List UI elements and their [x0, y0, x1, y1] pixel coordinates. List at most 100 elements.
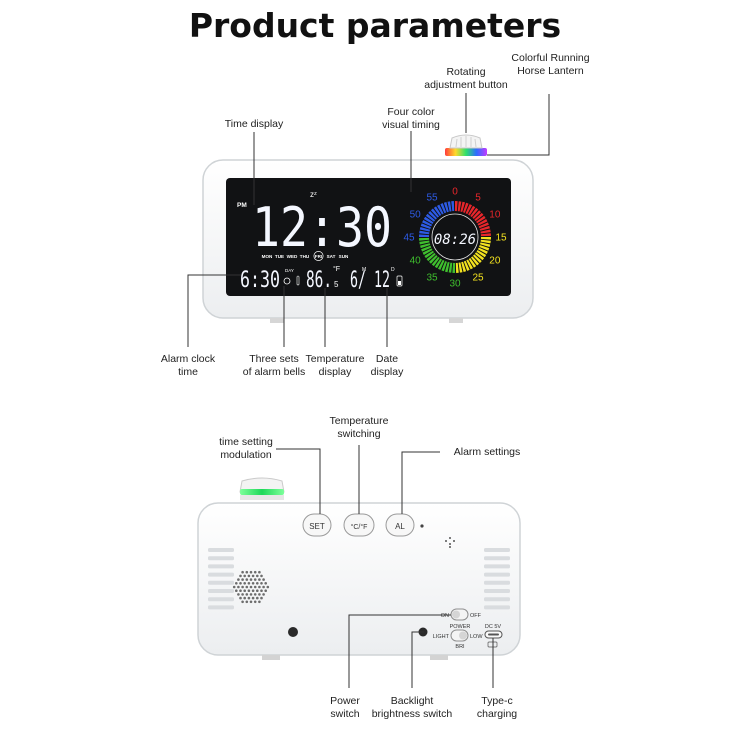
alarm-time: 6:30 — [240, 268, 280, 293]
dial-number: 35 — [426, 272, 438, 283]
vent-slot — [484, 605, 510, 610]
temperature-decimal: 5 — [334, 280, 339, 289]
speaker-hole — [235, 582, 238, 585]
set-button[interactable]: SET — [302, 513, 332, 537]
vent-slot — [484, 589, 510, 593]
vent-slot — [208, 589, 234, 593]
day-tag: DAY — [285, 268, 294, 273]
speaker-hole — [253, 593, 257, 596]
rotating-knob — [445, 134, 487, 156]
speaker-hole — [264, 589, 268, 592]
bri-label: BRI — [455, 644, 465, 650]
month-tag: M — [362, 267, 366, 273]
speaker-hole — [247, 596, 251, 600]
speaker-hole — [239, 582, 242, 585]
vent-slot — [484, 564, 510, 569]
dial-number: 55 — [426, 193, 438, 204]
al-button[interactable]: AL — [385, 513, 415, 537]
dial-segment — [434, 258, 442, 269]
dial-segment — [478, 222, 489, 229]
type-c-port[interactable] — [484, 630, 503, 639]
weekday-active-ring — [313, 251, 324, 261]
dial-segment — [430, 208, 440, 218]
callout-al: Alarm settings — [453, 446, 521, 458]
speaker-hole — [243, 589, 246, 592]
dial-segment — [447, 201, 452, 212]
dial-segment — [474, 252, 485, 261]
speaker-hole — [253, 600, 257, 604]
dial-segment — [466, 259, 473, 270]
dial-segment — [458, 262, 463, 273]
speaker-hole — [255, 574, 259, 578]
dial-segment — [422, 248, 433, 255]
speaker-hole — [247, 589, 251, 592]
dial-segment — [470, 207, 479, 218]
weekday-thu: THU — [300, 254, 310, 259]
dial-segment — [440, 203, 447, 214]
speaker-hole — [245, 600, 249, 604]
snooze-icon: zᶻ — [310, 190, 317, 199]
dial-number: 40 — [410, 256, 422, 267]
speaker-hole — [243, 582, 246, 585]
dial-segment — [423, 216, 434, 224]
unit-button[interactable]: °C/°F — [343, 513, 375, 537]
al-button-label: AL — [395, 522, 405, 531]
date-value: 6/ 12 — [350, 268, 390, 293]
dial-segment — [463, 260, 470, 271]
weekday-mon: MON — [262, 254, 273, 259]
speaker-hole — [258, 570, 261, 574]
thermometer-icon — [296, 275, 300, 286]
dial-segment — [419, 240, 430, 245]
dial-segment — [419, 237, 430, 241]
dial-segment — [461, 261, 467, 272]
dial-number: 15 — [495, 233, 507, 244]
speaker-hole — [249, 600, 253, 604]
vent-slot — [208, 597, 234, 602]
speaker-hole — [237, 593, 240, 596]
dial-number: 30 — [449, 279, 461, 290]
light-label: LIGHT — [433, 634, 450, 640]
day-tag-date: D — [391, 267, 395, 273]
vent-slot — [484, 580, 510, 585]
temperature-value: 86. — [306, 268, 332, 293]
rotating-knob-back — [239, 477, 285, 500]
light-sensor — [445, 537, 455, 548]
speaker-hole — [237, 578, 240, 581]
speaker-hole — [249, 585, 253, 589]
power-switch[interactable] — [450, 608, 469, 621]
dial-segment — [419, 230, 430, 235]
speaker-hole — [251, 596, 255, 600]
speaker-hole — [266, 585, 270, 589]
dial-segment — [448, 262, 453, 273]
dial-segment — [444, 261, 450, 273]
speaker-hole — [262, 593, 265, 596]
switch-on-label: ON — [441, 613, 449, 619]
switch-off-label: OFF — [470, 613, 482, 619]
speaker-hole — [260, 582, 263, 585]
speaker-hole — [241, 585, 244, 589]
dial-segment — [433, 206, 442, 216]
power-label: POWER — [450, 624, 471, 630]
dial-number: 25 — [472, 272, 484, 283]
speaker-hole — [260, 574, 263, 578]
dial-segment — [470, 256, 480, 266]
dial-segment — [419, 234, 430, 237]
dial-segment — [468, 205, 476, 216]
weekday-sat: SAT — [327, 254, 336, 259]
brightness-switch[interactable] — [450, 629, 469, 642]
callout-time: Time display — [224, 118, 284, 130]
speaker-hole — [258, 593, 261, 596]
set-button-label: SET — [309, 522, 325, 531]
speaker-hole — [241, 578, 244, 581]
weekday-fri: FRI — [315, 254, 322, 259]
dial-segment — [480, 237, 491, 240]
dial-time: 08:26 — [434, 232, 476, 248]
